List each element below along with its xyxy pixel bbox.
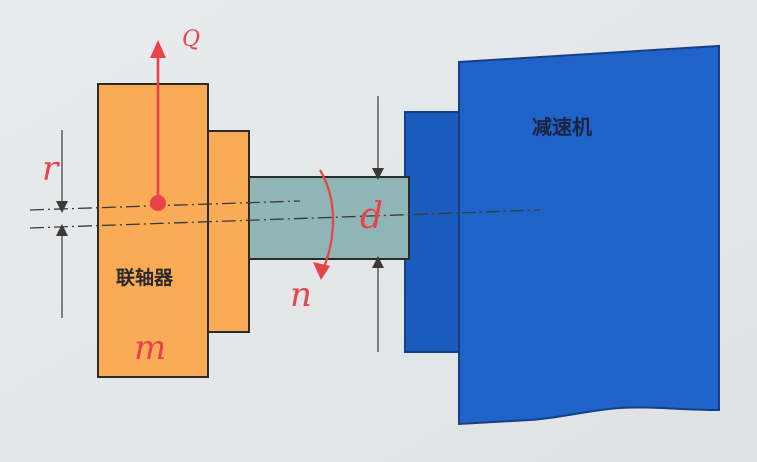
coupling-hub bbox=[206, 130, 250, 333]
rotation-arrowhead bbox=[313, 262, 330, 280]
rotation-arrow-icon bbox=[319, 169, 335, 273]
eccentricity-label: r bbox=[42, 149, 60, 189]
reducer-flange bbox=[404, 111, 460, 353]
coupling-label: 联轴器 bbox=[116, 266, 174, 289]
reducer-body bbox=[458, 44, 720, 426]
speed-label: n bbox=[290, 275, 312, 315]
coupling-body bbox=[97, 83, 209, 378]
dot-icon bbox=[150, 195, 166, 211]
rotation-axis-line bbox=[29, 209, 541, 229]
reducer-label: 减速机 bbox=[532, 115, 592, 139]
force-label: Q bbox=[182, 27, 200, 52]
arrow-up-icon bbox=[150, 40, 166, 58]
mass-label: m bbox=[134, 328, 166, 368]
mass-center-line bbox=[29, 200, 301, 211]
diameter-label: d bbox=[360, 196, 383, 237]
